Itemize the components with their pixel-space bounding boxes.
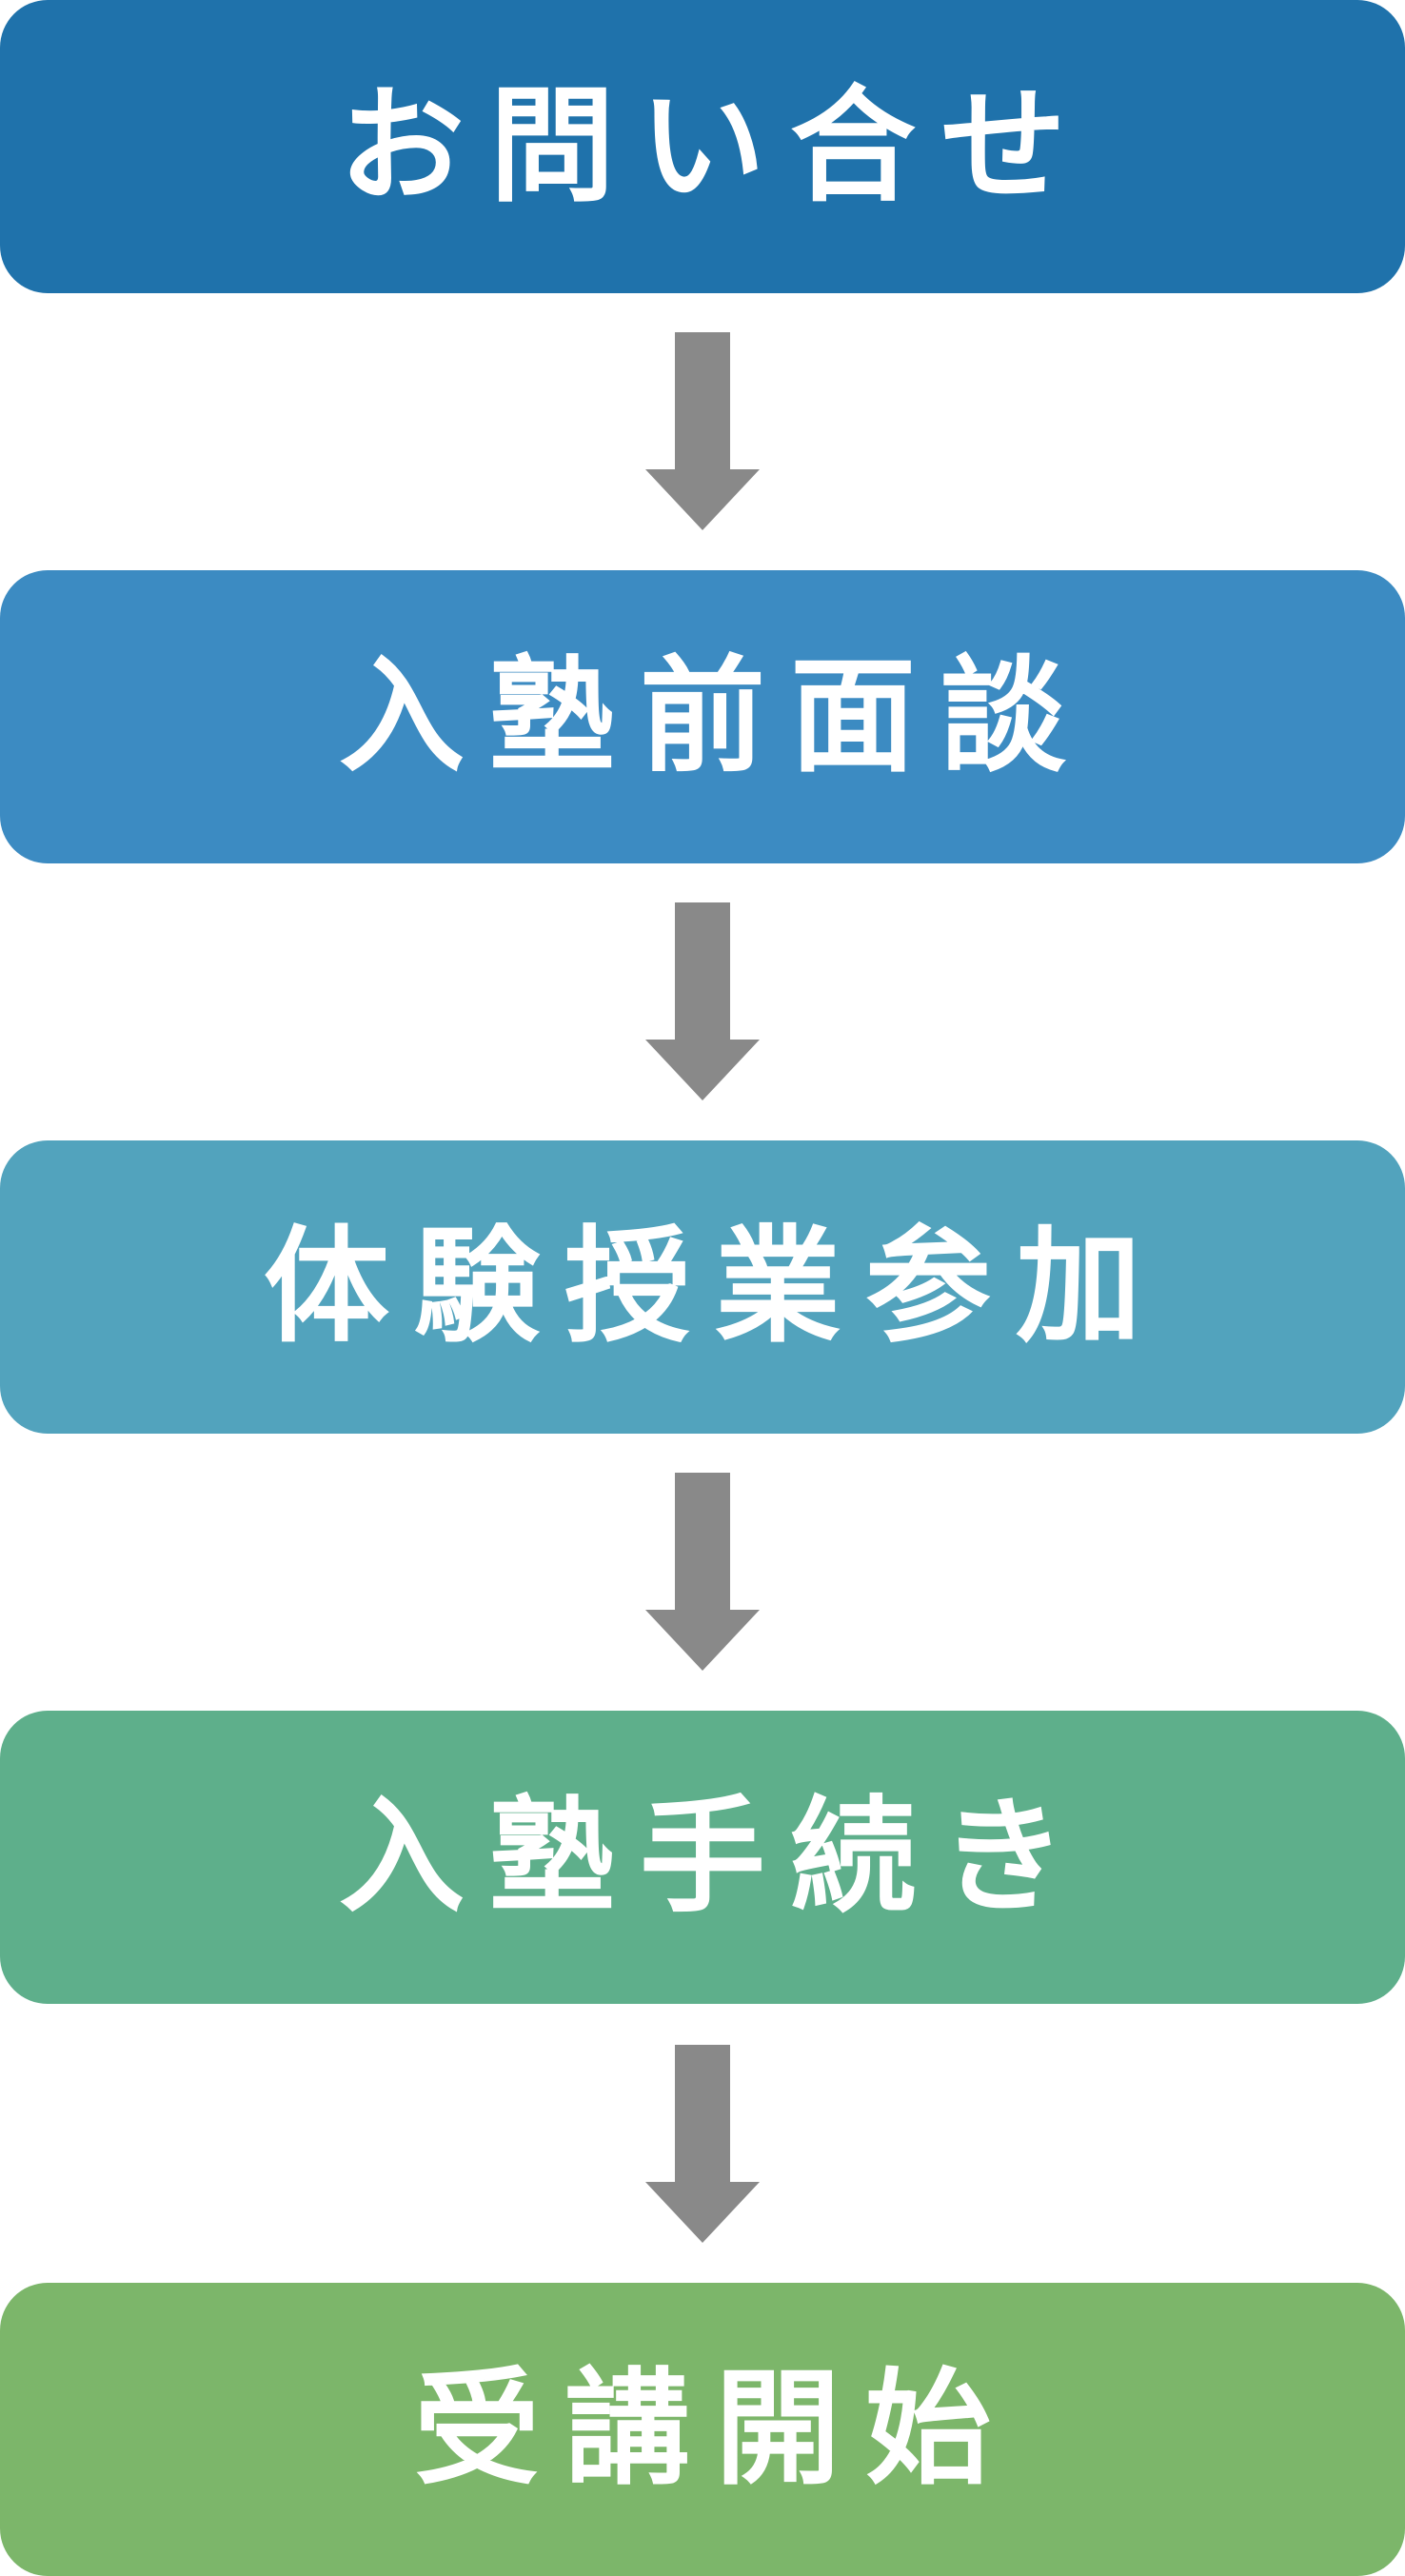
down-arrow-shape (645, 332, 760, 530)
down-arrow-icon (645, 902, 760, 1100)
down-arrow-shape (645, 902, 760, 1100)
step-label-inquiry: お問い合せ (339, 73, 1091, 220)
step-box-start-classes: 受講開始 (0, 2283, 1405, 2576)
step-box-trial-lesson: 体験授業参加 (0, 1140, 1405, 1434)
down-arrow-icon (645, 2045, 760, 2243)
step-label-start-classes: 受講開始 (414, 2356, 1016, 2503)
step-label-enrollment-procedure: 入塾手続き (339, 1784, 1091, 1931)
step-box-enrollment-procedure: 入塾手続き (0, 1711, 1405, 2004)
down-arrow-icon (645, 332, 760, 530)
step-box-pre-enrollment-interview: 入塾前面談 (0, 570, 1405, 863)
step-label-pre-enrollment-interview: 入塾前面談 (339, 644, 1091, 790)
down-arrow-icon (645, 1473, 760, 1671)
down-arrow-shape (645, 2045, 760, 2243)
step-label-trial-lesson: 体験授業参加 (264, 1214, 1166, 1360)
down-arrow-shape (645, 1473, 760, 1671)
step-box-inquiry: お問い合せ (0, 0, 1405, 293)
